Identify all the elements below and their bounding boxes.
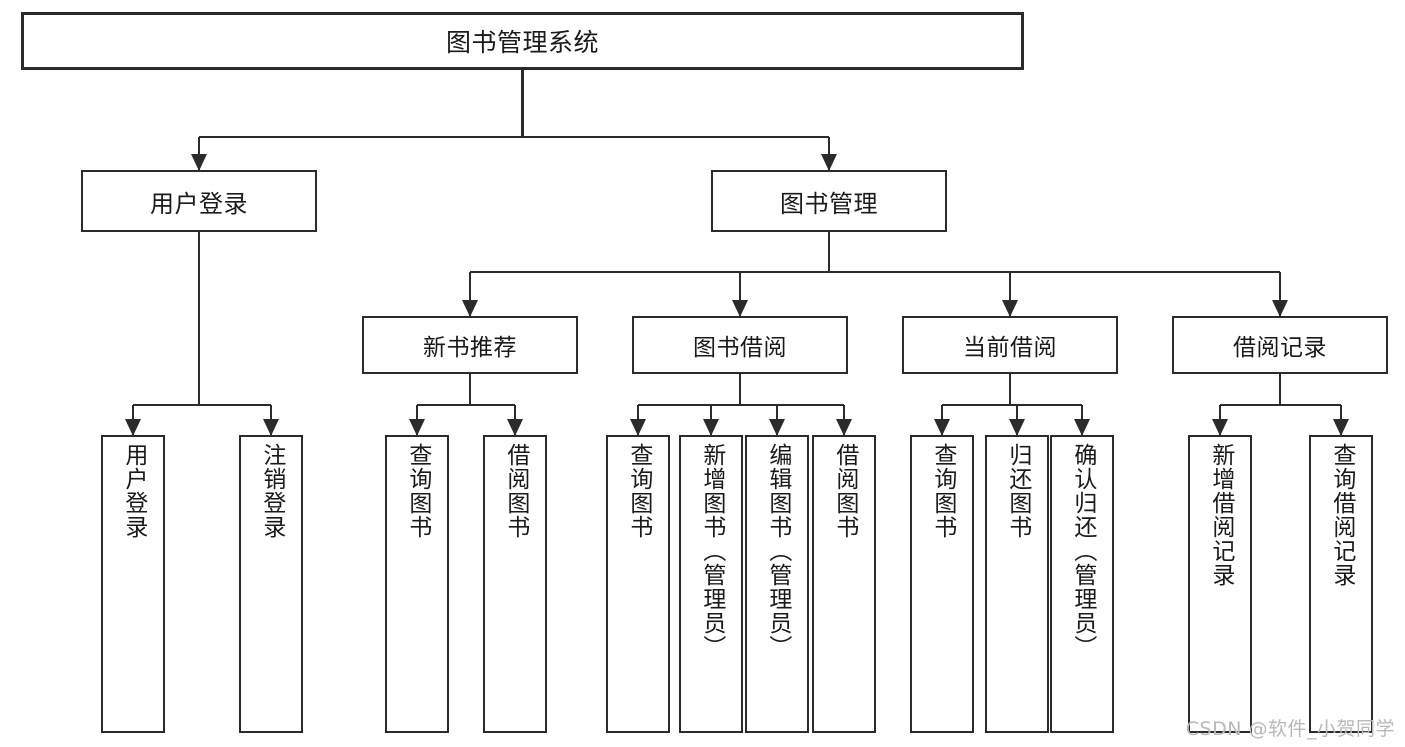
connector-line [199, 135, 829, 139]
node-label: 用户登录 [150, 189, 248, 218]
connector-arrowhead [462, 300, 478, 317]
connector-arrowhead [1009, 419, 1025, 436]
leaf-query-books-current[interactable]: 查询图书 [910, 435, 974, 733]
node-label: 注销登录 [258, 443, 285, 539]
connector-line [417, 403, 515, 407]
leaf-add-borrow-record[interactable]: 新增借阅记录 [1188, 435, 1252, 733]
connector-arrowhead [630, 419, 646, 436]
node-label: 新增借阅记录 [1207, 443, 1234, 587]
node-label: 编辑图书（管理员） [764, 443, 791, 659]
node-label: 查询借阅记录 [1328, 443, 1355, 587]
node-label: 图书管理系统 [445, 28, 599, 57]
connector-arrowhead [1002, 300, 1018, 317]
leaf-borrow-books-recommend[interactable]: 借阅图书 [483, 435, 547, 733]
connector-arrowhead [1333, 419, 1349, 436]
node-label: 用户登录 [120, 443, 147, 539]
connector-line [197, 232, 201, 405]
connector-line [468, 374, 472, 405]
leaf-confirm-return-admin[interactable]: 确认归还（管理员） [1050, 435, 1114, 733]
connector-arrowhead [732, 300, 748, 317]
node-user-login[interactable]: 用户登录 [81, 170, 317, 232]
connector-arrowhead [769, 419, 785, 436]
connector-line [1278, 374, 1282, 405]
node-label: 借阅图书 [831, 443, 858, 539]
node-label: 借阅记录 [1233, 335, 1327, 361]
node-label: 借阅图书 [502, 443, 529, 539]
connector-arrowhead [1074, 419, 1090, 436]
leaf-borrow-book[interactable]: 借阅图书 [812, 435, 876, 733]
connector-line [1278, 272, 1282, 316]
connector-line [1220, 403, 1341, 407]
connector-line [827, 232, 831, 272]
leaf-logout[interactable]: 注销登录 [239, 435, 303, 733]
connector-arrowhead [821, 154, 837, 171]
node-label: 确认归还（管理员） [1069, 443, 1096, 659]
connector-arrowhead [191, 154, 207, 171]
connector-arrowhead [125, 419, 141, 436]
node-label: 新书推荐 [423, 335, 517, 361]
connector-line [197, 137, 201, 170]
node-label: 图书管理 [780, 189, 878, 218]
connector-line [827, 137, 831, 170]
node-label: 查询图书 [625, 443, 652, 539]
node-label: 图书借阅 [693, 335, 787, 361]
node-current-borrow[interactable]: 当前借阅 [902, 316, 1118, 374]
leaf-edit-book-admin[interactable]: 编辑图书（管理员） [745, 435, 809, 733]
connector-arrowhead [409, 419, 425, 436]
connector-line [521, 70, 524, 137]
connector-arrowhead [1272, 300, 1288, 317]
node-label: 归还图书 [1004, 443, 1031, 539]
connector-line [1008, 374, 1012, 405]
connector-line [470, 270, 1280, 274]
connector-arrowhead [703, 419, 719, 436]
node-book-management[interactable]: 图书管理 [711, 170, 947, 232]
node-label: 查询图书 [404, 443, 431, 539]
connector-line [1008, 272, 1012, 316]
node-label: 查询图书 [929, 443, 956, 539]
leaf-query-borrow-record[interactable]: 查询借阅记录 [1309, 435, 1373, 733]
node-label: 新增图书（管理员） [698, 443, 725, 659]
connector-line [738, 272, 742, 316]
connector-arrowhead [836, 419, 852, 436]
connector-arrowhead [934, 419, 950, 436]
connector-arrowhead [1212, 419, 1228, 436]
node-root-system[interactable]: 图书管理系统 [21, 12, 1024, 70]
connector-arrowhead [263, 419, 279, 436]
connector-line [942, 403, 1082, 407]
leaf-add-book-admin[interactable]: 新增图书（管理员） [679, 435, 743, 733]
node-borrow-records[interactable]: 借阅记录 [1172, 316, 1388, 374]
connector-line [133, 403, 271, 407]
connector-line [468, 272, 472, 316]
leaf-user-login[interactable]: 用户登录 [101, 435, 165, 733]
watermark-csdn: CSDN @软件_小贺同学 [1185, 718, 1395, 740]
node-label: 当前借阅 [963, 335, 1057, 361]
connector-line [738, 374, 742, 405]
node-new-book-recommend[interactable]: 新书推荐 [362, 316, 578, 374]
leaf-return-book[interactable]: 归还图书 [985, 435, 1049, 733]
node-book-borrow[interactable]: 图书借阅 [632, 316, 848, 374]
leaf-query-books-recommend[interactable]: 查询图书 [385, 435, 449, 733]
connector-line [638, 403, 844, 407]
leaf-query-books-borrow[interactable]: 查询图书 [606, 435, 670, 733]
connector-arrowhead [507, 419, 523, 436]
